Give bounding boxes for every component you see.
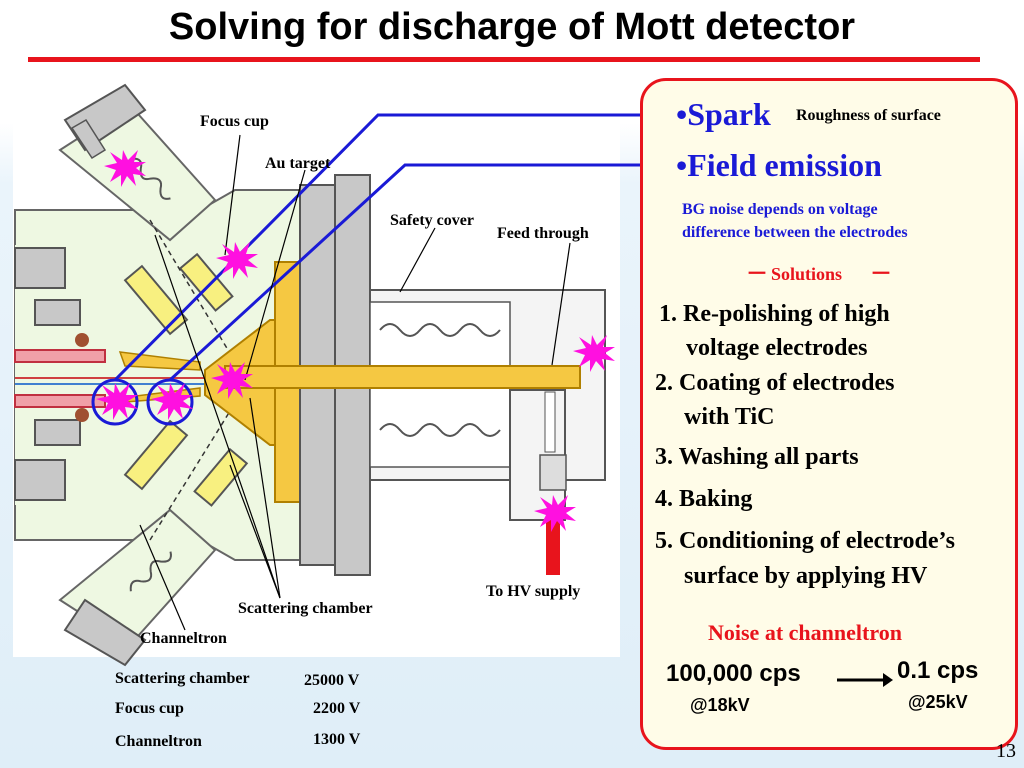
slide-title: Solving for discharge of Mott detector (168, 6, 856, 48)
page-number: 13 (996, 740, 1016, 762)
solutions-heading: Solutions (771, 264, 843, 284)
solution-item-cont: surface by applying HV (684, 563, 928, 589)
voltage-value: 25000 V (304, 672, 360, 689)
label-channeltron: Channeltron (140, 630, 227, 647)
label-scattering-chamber: Scattering chamber (238, 600, 373, 617)
voltage-name: Scattering chamber (115, 670, 250, 687)
label-to-hv-supply: To HV supply (486, 583, 581, 600)
bg-note-line2: difference between the electrodes (682, 224, 908, 241)
solution-item: 4. Baking (655, 486, 753, 512)
solutions-dash-left: － (746, 261, 769, 286)
spark-note: Roughness of surface (796, 107, 941, 124)
label-focus-cup: Focus cup (200, 113, 269, 130)
cps-after: 0.1 cps (897, 657, 979, 684)
solution-item: 3. Washing all parts (655, 444, 859, 470)
spark-heading: •Spark (676, 96, 771, 132)
solution-item-cont: voltage electrodes (686, 335, 868, 361)
cps-before: 100,000 cps (666, 660, 801, 687)
lower-channeltron-arm (58, 508, 217, 667)
noise-title: Noise at channeltron (708, 620, 902, 645)
solutions-panel (640, 78, 1018, 750)
voltage-name: Focus cup (115, 700, 184, 717)
bg-note-line1: BG noise depends on voltage (682, 201, 878, 218)
solutions-dash-right: － (870, 261, 893, 286)
voltage-after: @25kV (908, 692, 968, 712)
label-feed-through: Feed through (497, 225, 589, 242)
arrow-right-icon (837, 673, 893, 687)
solution-item: 1. Re-polishing of high (659, 301, 890, 327)
label-au-target: Au target (265, 155, 331, 172)
voltage-name: Channeltron (115, 733, 202, 750)
solution-item: 2. Coating of electrodes (655, 370, 895, 396)
voltage-value: 1300 V (313, 731, 361, 748)
voltage-before: @18kV (690, 695, 750, 715)
spark-icon (96, 150, 615, 532)
label-safety-cover: Safety cover (390, 212, 474, 229)
field-emission-heading: •Field emission (676, 147, 882, 183)
solution-item-cont: with TiC (684, 404, 775, 430)
voltage-value: 2200 V (313, 700, 361, 717)
title-underline (28, 57, 980, 62)
solution-item: 5. Conditioning of electrode’s (655, 528, 955, 554)
